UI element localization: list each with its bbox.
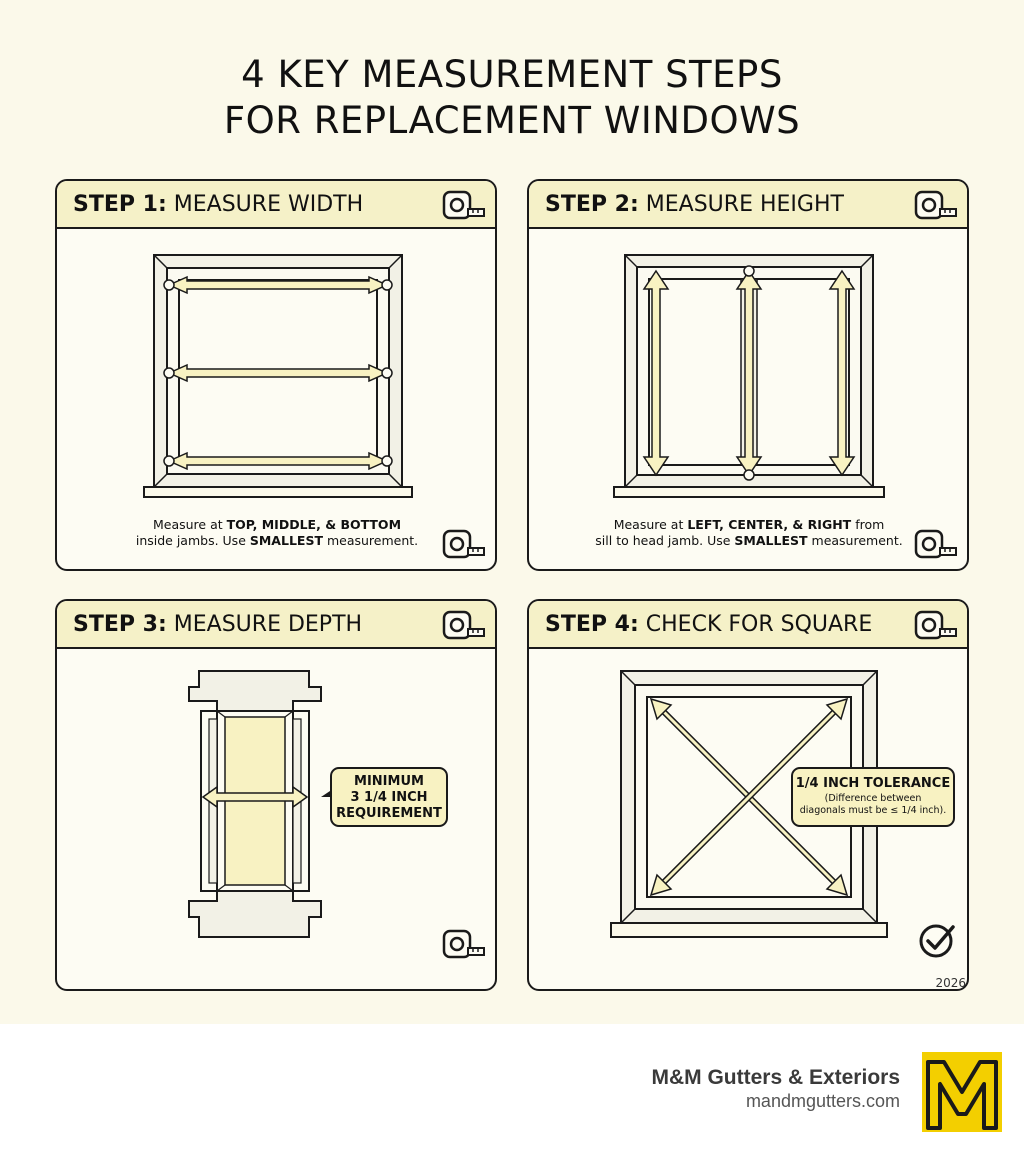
tolerance-note: diagonals must be ≤ 1/4 inch). (799, 805, 947, 816)
diagonal-arrow-2 (649, 697, 849, 897)
height-arrow-center (735, 265, 763, 481)
width-arrow-top (163, 275, 393, 295)
page-title: 4 KEY MEASUREMENT STEPS FOR REPLACEMENT … (0, 52, 1024, 144)
depth-callout-line: 3 1/4 INCH (350, 790, 428, 805)
square-diagram (610, 670, 888, 938)
caption-text: Measure at (613, 517, 688, 532)
tape-measure-icon (442, 610, 485, 640)
step-1-header: STEP 1: MEASURE WIDTH (57, 181, 495, 229)
step-3-title: STEP 3: MEASURE DEPTH (73, 612, 362, 638)
tape-measure-icon (914, 190, 957, 220)
height-arrow-right (828, 269, 856, 477)
tape-measure-icon (442, 190, 485, 220)
height-diagram (613, 254, 885, 498)
tape-measure-icon (914, 529, 957, 559)
caption-emphasis: SMALLEST (734, 533, 808, 548)
caption-text: Measure at (152, 517, 227, 532)
caption-emphasis: TOP, MIDDLE, & BOTTOM (226, 517, 402, 532)
depth-callout: MINIMUM 3 1/4 INCH REQUIREMENT (330, 767, 448, 827)
width-arrow-bottom (163, 451, 393, 471)
step-3-name: MEASURE DEPTH (173, 612, 363, 637)
depth-diagram (188, 670, 333, 938)
step-4-card: STEP 4: CHECK FOR SQUARE 1/4 INCH TOLERA… (527, 599, 969, 991)
year-label: 2026 (935, 976, 966, 990)
step-3-label: STEP 3: (73, 612, 167, 637)
step-1-label: STEP 1: (73, 192, 167, 217)
step-3-card: STEP 3: MEASURE DEPTH MINIMUM 3 1/4 INCH… (55, 599, 497, 991)
depth-arrow (201, 785, 309, 809)
caption-text: measurement. (807, 533, 903, 548)
step-2-card: STEP 2: MEASURE HEIGHT Measure at LEFT, … (527, 179, 969, 571)
tape-measure-icon (914, 610, 957, 640)
step-4-header: STEP 4: CHECK FOR SQUARE (529, 601, 967, 649)
step-1-title: STEP 1: MEASURE WIDTH (73, 192, 363, 218)
title-line-2: FOR REPLACEMENT WINDOWS (223, 99, 801, 142)
step-1-caption: Measure at TOP, MIDDLE, & BOTTOM inside … (97, 517, 457, 549)
step-1-card: STEP 1: MEASURE WIDTH Measure at TOP, MI… (55, 179, 497, 571)
step-4-label: STEP 4: (545, 612, 639, 637)
step-2-caption: Measure at LEFT, CENTER, & RIGHT from si… (569, 517, 929, 549)
caption-emphasis: LEFT, CENTER, & RIGHT (687, 517, 852, 532)
tape-measure-icon (442, 929, 485, 959)
m-logo-icon (922, 1052, 1002, 1132)
check-circle-icon (919, 924, 955, 958)
tolerance-title: 1/4 INCH TOLERANCE (795, 776, 951, 791)
depth-callout-line: MINIMUM (354, 774, 424, 789)
width-arrow-middle (163, 363, 393, 383)
tolerance-callout: 1/4 INCH TOLERANCE (Difference between d… (791, 767, 955, 827)
tolerance-note: (Difference between (824, 793, 922, 804)
depth-callout-line: REQUIREMENT (336, 806, 442, 821)
title-line-1: 4 KEY MEASUREMENT STEPS (241, 53, 783, 96)
caption-text: from (851, 517, 885, 532)
step-2-name: MEASURE HEIGHT (645, 192, 844, 217)
caption-text: inside jambs. Use (135, 533, 250, 548)
step-4-name: CHECK FOR SQUARE (645, 612, 873, 637)
step-1-name: MEASURE WIDTH (173, 192, 364, 217)
step-2-header: STEP 2: MEASURE HEIGHT (529, 181, 967, 229)
caption-text: measurement. (322, 533, 419, 548)
height-arrow-left (642, 269, 670, 477)
brand-url[interactable]: mandmgutters.com (745, 1091, 900, 1111)
footer (0, 1024, 1024, 1154)
step-3-header: STEP 3: MEASURE DEPTH (57, 601, 495, 649)
step-2-title: STEP 2: MEASURE HEIGHT (545, 192, 844, 218)
caption-text: sill to head jamb. Use (595, 533, 735, 548)
caption-emphasis: SMALLEST (249, 533, 323, 548)
step-2-label: STEP 2: (545, 192, 639, 217)
tape-measure-icon (442, 529, 485, 559)
brand-name: M&M Gutters & Exteriors (651, 1066, 900, 1089)
step-4-title: STEP 4: CHECK FOR SQUARE (545, 612, 872, 638)
width-diagram (143, 254, 413, 498)
